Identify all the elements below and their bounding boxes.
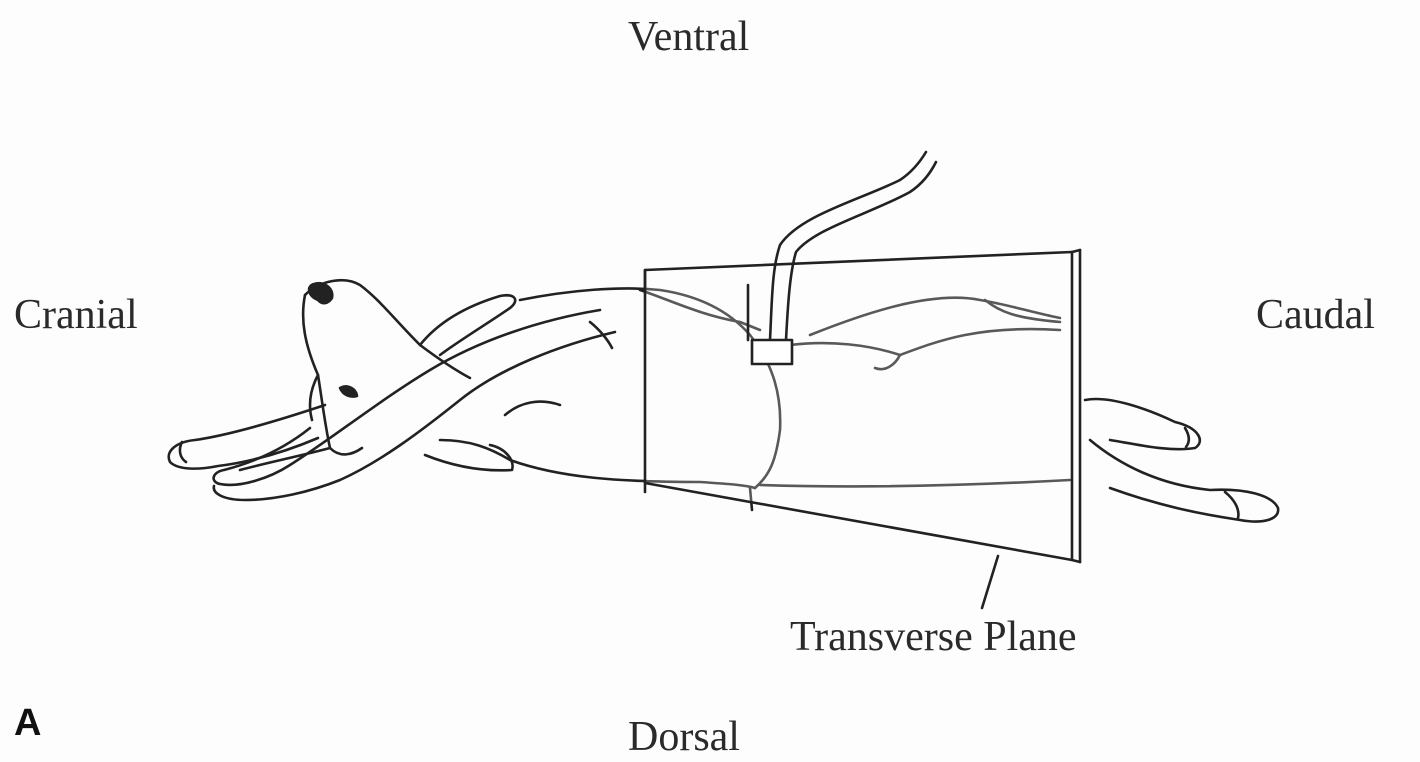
head bbox=[303, 280, 470, 454]
transverse-plane bbox=[645, 250, 1080, 562]
ventral-label: Ventral bbox=[628, 16, 749, 58]
cranial-label: Cranial bbox=[14, 294, 138, 336]
ear bbox=[420, 295, 515, 355]
hind-limbs bbox=[1085, 399, 1278, 521]
transverse-plane-label: Transverse Plane bbox=[790, 616, 1077, 658]
dorsal-label: Dorsal bbox=[628, 716, 740, 758]
plane-leader-line bbox=[982, 556, 998, 608]
caudal-label: Caudal bbox=[1256, 294, 1375, 336]
panel-letter: A bbox=[14, 704, 41, 742]
